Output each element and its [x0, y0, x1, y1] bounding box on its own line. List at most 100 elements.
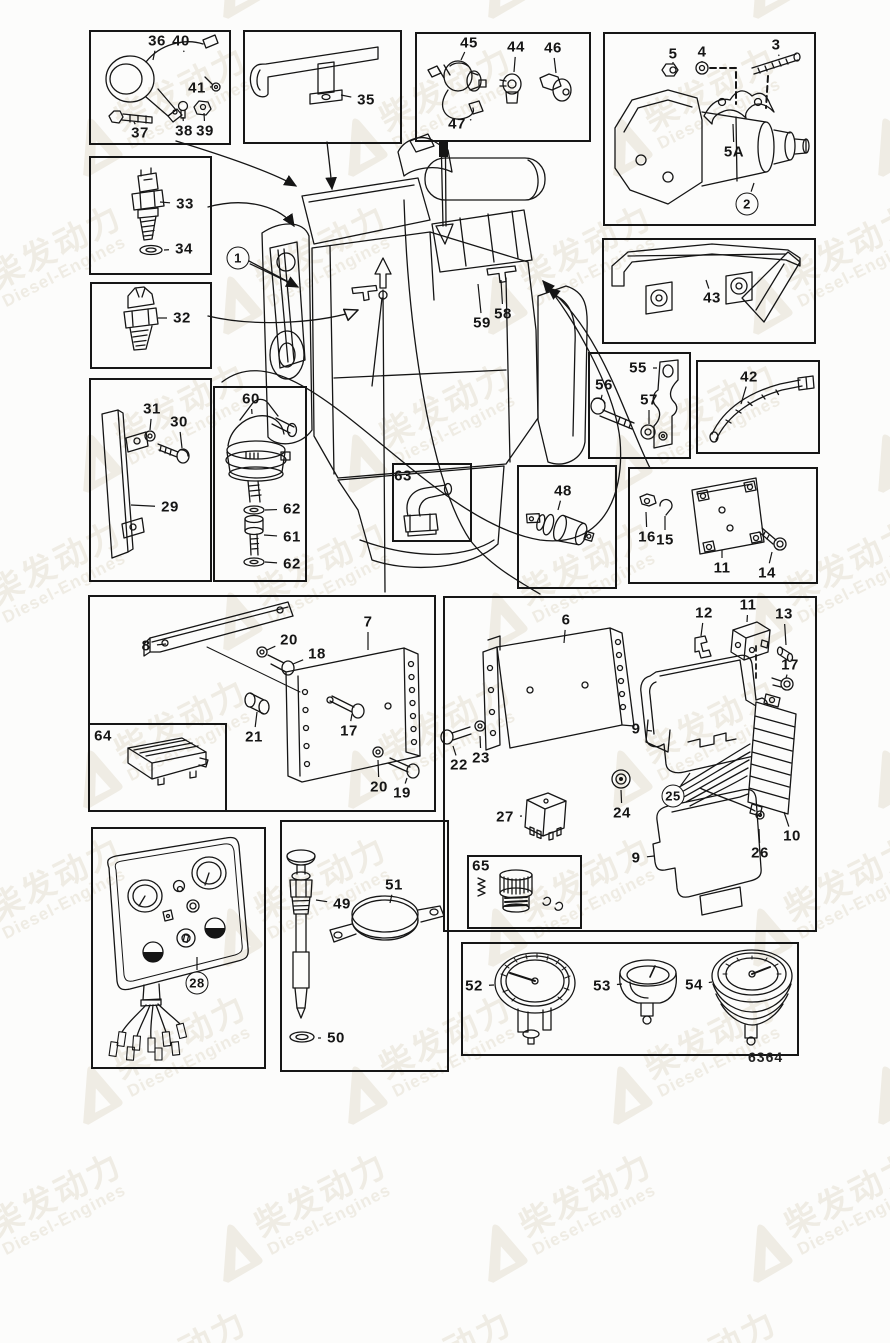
panel-clamp-bracket-35: [243, 30, 402, 144]
part-label-21: 21: [245, 728, 263, 746]
part-label-54: 54: [685, 976, 703, 994]
part-label-9: 9: [631, 720, 641, 738]
part-label-37: 37: [131, 124, 149, 142]
horn-36-drawing: [105, 34, 221, 124]
bracket-43-drawing: [611, 243, 801, 323]
part-label-26: 26: [751, 844, 769, 862]
terminal-block-drawing: [639, 477, 787, 555]
part-label-45: 45: [460, 34, 478, 52]
ecu-64-drawing: [127, 737, 209, 786]
panel-sensor-33: [89, 156, 212, 275]
part-label-31: 31: [143, 400, 161, 418]
senders-44-47-drawing: [427, 60, 572, 120]
connector-63-drawing: [403, 482, 453, 537]
part-label-46: 46: [544, 39, 562, 57]
panel-bracket-43: [602, 238, 816, 344]
part-label-9: 9: [631, 849, 641, 867]
part-label-6: 6: [561, 611, 571, 629]
panel-starter-motor: [603, 32, 816, 226]
panel-senders-44-47: [415, 32, 591, 142]
part-label-24: 24: [613, 804, 631, 822]
panel-connector-63: [392, 463, 472, 542]
engine-drawing: [261, 133, 588, 569]
part-label-14: 14: [758, 564, 776, 582]
starter-motor-drawing: [614, 52, 810, 205]
part-label-25: 25: [661, 784, 685, 808]
bracket-35-drawing: [249, 46, 379, 105]
part-label-23: 23: [472, 749, 490, 767]
sender-48-drawing: [525, 513, 595, 546]
part-label-56: 56: [595, 376, 613, 394]
part-label-55: 55: [629, 359, 647, 377]
part-label-10: 10: [783, 827, 801, 845]
part-label-34: 34: [175, 240, 193, 258]
part-label-39: 39: [196, 122, 214, 140]
panel-instrument-panel-28: [91, 827, 266, 1069]
part-label-52: 52: [465, 977, 483, 995]
part-label-7: 7: [363, 613, 373, 631]
panel-breather-60: [213, 386, 307, 582]
part-label-17: 17: [781, 656, 799, 674]
sender-49-51-drawing: [286, 849, 445, 1043]
part-label-60: 60: [242, 390, 260, 408]
part-label-20: 20: [280, 631, 298, 649]
gauges-drawing: [494, 949, 793, 1046]
part-label-13: 13: [775, 605, 793, 623]
part-label-3: 3: [771, 36, 781, 54]
part-label-44: 44: [507, 38, 525, 56]
panel-sensor-32: [90, 282, 212, 369]
part-label-11: 11: [739, 596, 757, 614]
part-label-38: 38: [175, 122, 193, 140]
part-label-16: 16: [638, 528, 656, 546]
part-label-17: 17: [340, 722, 358, 740]
part-label-63: 63: [394, 467, 412, 485]
bracket-29-drawing: [101, 409, 190, 559]
figure-number: 6364: [748, 1049, 784, 1065]
part-label-12: 12: [695, 604, 713, 622]
panel-gauges-52-54: [461, 942, 799, 1056]
part-label-1: 1: [226, 246, 250, 270]
part-label-15: 15: [656, 531, 674, 549]
part-label-48: 48: [554, 482, 572, 500]
strap-55-drawing: [590, 359, 679, 449]
part-label-30: 30: [170, 413, 188, 431]
part-label-32: 32: [173, 309, 191, 327]
part-label-58: 58: [494, 305, 512, 323]
part-label-20: 20: [370, 778, 388, 796]
breather-60-drawing: [225, 398, 298, 567]
panel-terminal-block-11: [628, 467, 818, 584]
part-label-35: 35: [357, 91, 375, 109]
part-label-43: 43: [703, 289, 721, 307]
strap-42-drawing: [709, 375, 815, 443]
part-label-5A: 5A: [723, 143, 745, 161]
part-label-22: 22: [450, 756, 468, 774]
part-label-41: 41: [188, 79, 206, 97]
part-label-5: 5: [668, 45, 678, 63]
clamp-59: [351, 284, 378, 302]
part-label-53: 53: [593, 977, 611, 995]
part-label-19: 19: [393, 784, 411, 802]
part-label-49: 49: [333, 895, 351, 913]
part-label-62: 62: [283, 555, 301, 573]
part-label-11: 11: [713, 559, 731, 577]
part-label-42: 42: [740, 368, 758, 386]
part-label-2: 2: [735, 192, 759, 216]
part-label-27: 27: [496, 808, 514, 826]
part-label-4: 4: [697, 43, 707, 61]
part-label-29: 29: [161, 498, 179, 516]
part-label-64: 64: [94, 727, 112, 745]
part-label-59: 59: [473, 314, 491, 332]
panel-horn-mount: [89, 30, 231, 145]
part-label-51: 51: [385, 876, 403, 894]
part-label-62: 62: [283, 500, 301, 518]
part-label-47: 47: [448, 115, 466, 133]
panel-strap-42: [696, 360, 820, 454]
panel-sender-48: [517, 465, 617, 589]
part-label-18: 18: [308, 645, 326, 663]
part-label-8: 8: [141, 637, 151, 655]
part-label-28: 28: [185, 971, 209, 995]
part-label-36: 36: [148, 32, 166, 50]
